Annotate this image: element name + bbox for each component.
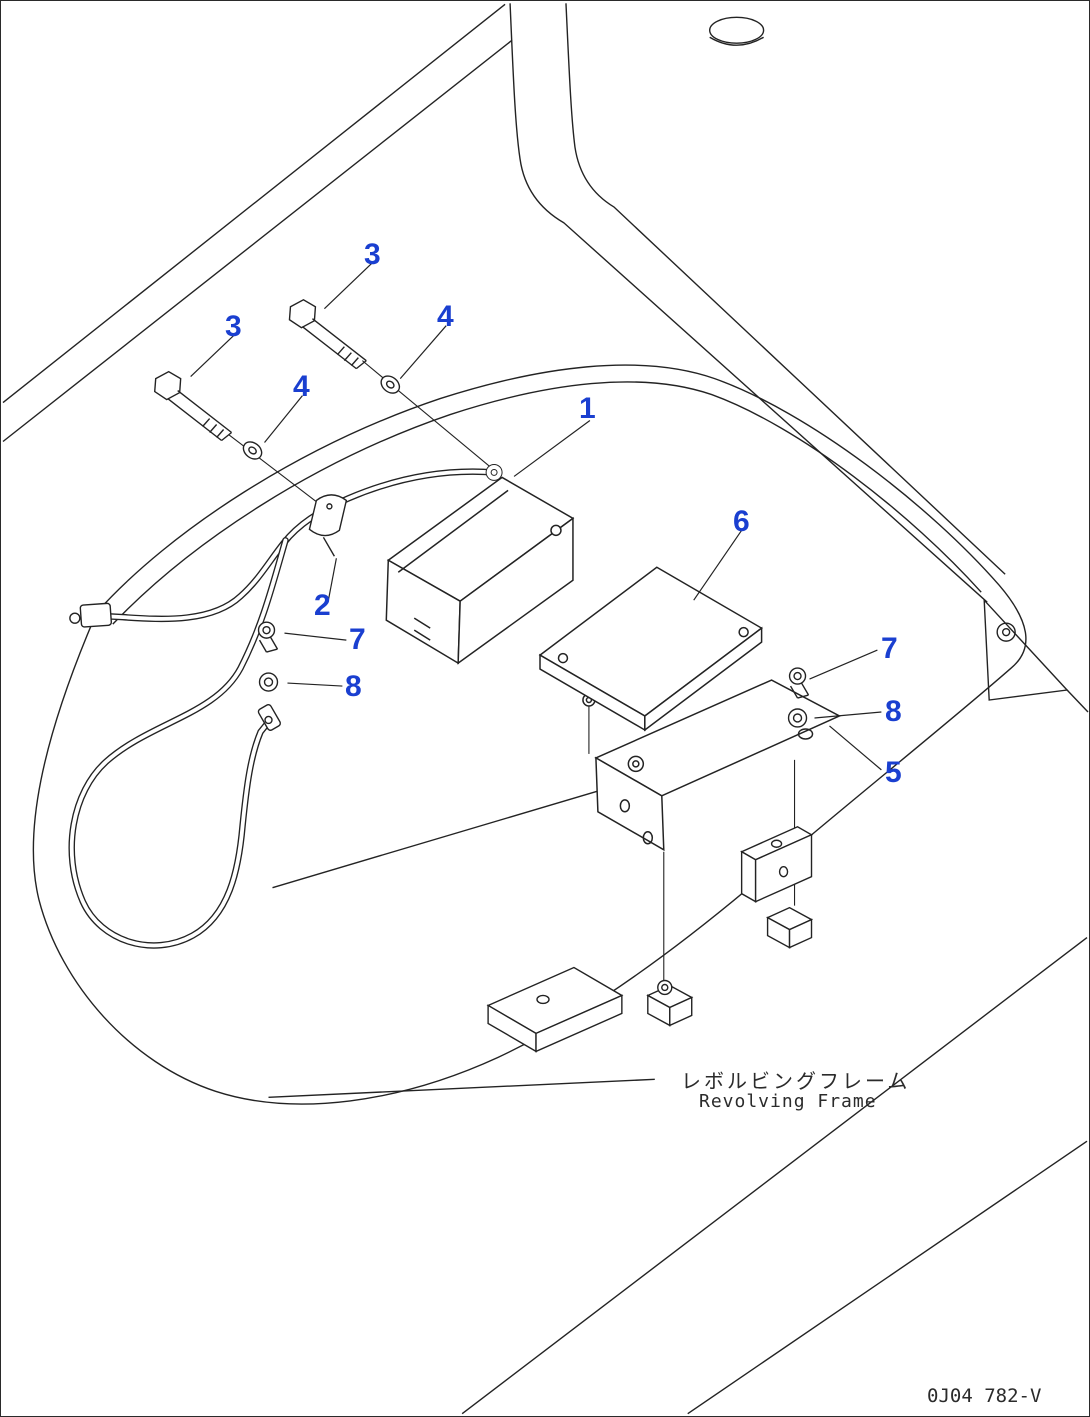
component-bracket-5 xyxy=(582,679,842,852)
callout-4-lower: 4 xyxy=(293,370,310,403)
bolt-7-right xyxy=(788,667,807,685)
bolt-7-left xyxy=(257,621,276,639)
small-fasteners xyxy=(257,621,810,728)
harness-connector xyxy=(79,602,113,628)
callout-1: 1 xyxy=(579,392,596,425)
ring-terminal xyxy=(485,463,503,481)
callout-4-upper: 4 xyxy=(437,300,454,333)
bolts-3 xyxy=(153,298,367,442)
leader-lines xyxy=(190,262,882,771)
callout-6: 6 xyxy=(733,505,750,538)
component-box-1 xyxy=(385,476,575,665)
callout-2: 2 xyxy=(314,589,331,622)
frame-label-japanese: レボルビングフレーム xyxy=(681,1069,911,1093)
washer-8-right xyxy=(787,708,808,728)
bolt-3-upper xyxy=(288,298,317,329)
mounting-blocks xyxy=(486,826,814,1053)
callout-3-lower: 3 xyxy=(225,310,242,343)
frame-label-english: Revolving Frame xyxy=(699,1091,877,1112)
clamp-2 xyxy=(308,494,348,557)
component-box-6 xyxy=(538,566,763,732)
callout-5: 5 xyxy=(885,756,902,789)
washers-4 xyxy=(242,375,401,460)
frame-corner-pointer xyxy=(983,598,1069,701)
installed-bolt xyxy=(627,755,645,773)
callout-7-right: 7 xyxy=(881,632,898,665)
callout-8-right: 8 xyxy=(885,695,902,728)
wire-harness xyxy=(68,463,503,949)
frame-hole xyxy=(708,16,765,44)
callout-7-left: 7 xyxy=(349,623,366,656)
washer-8-left xyxy=(258,672,279,692)
drawing-number: 0J04 782-V xyxy=(927,1385,1042,1407)
bolt-3-lower xyxy=(153,370,182,401)
harness-end-terminal xyxy=(257,704,282,731)
callout-8-left: 8 xyxy=(345,670,362,703)
callout-3-upper: 3 xyxy=(364,238,381,271)
frame-outline xyxy=(2,3,1089,1415)
washer-4-lower xyxy=(242,441,263,460)
washer-4-upper xyxy=(380,375,401,394)
